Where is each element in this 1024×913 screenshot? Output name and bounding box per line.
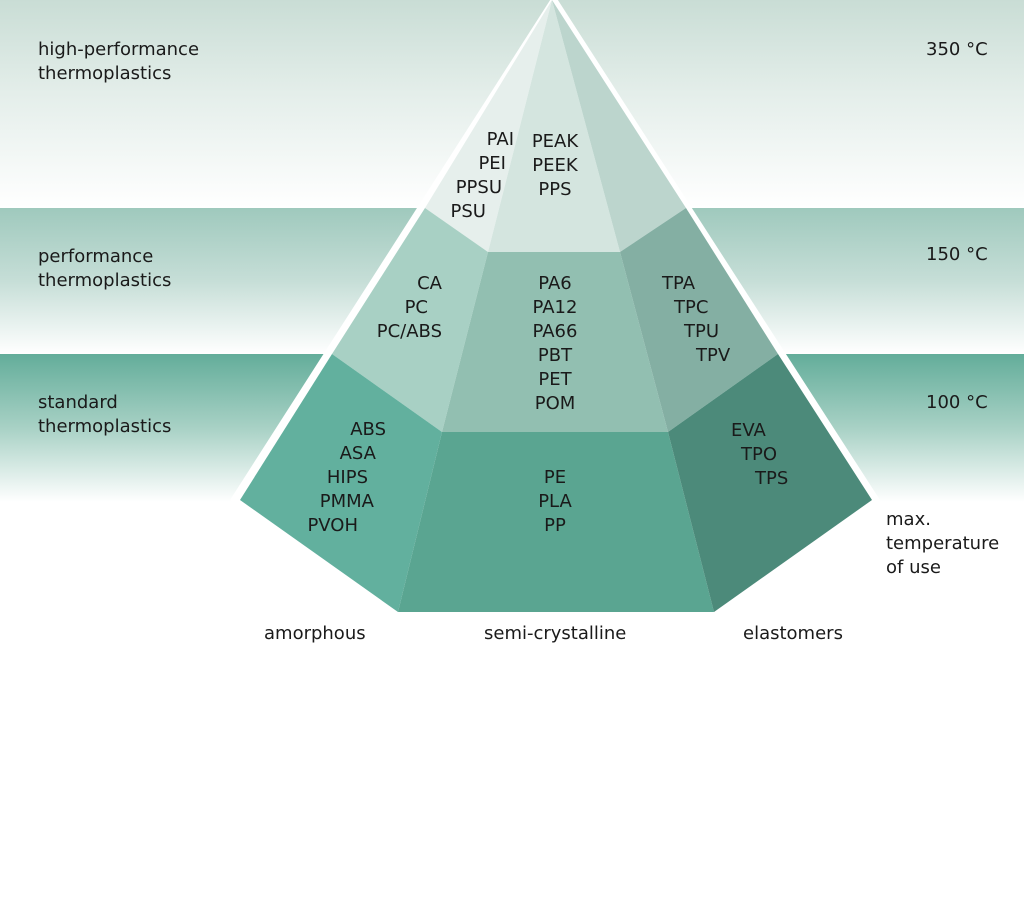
temperature-high-performance: 350 °C [926,39,988,60]
material-label: POM [534,393,576,414]
tier-label-line: thermoplastics [38,270,172,291]
material-group-performance-elastomers: TPA TPC TPU TPV [662,272,730,368]
tier-label-line: high-performance [38,39,200,60]
material-label: PET [538,369,572,390]
material-label: PA12 [532,297,578,318]
material-label: TPS [755,468,789,489]
material-label: TPC [674,297,709,318]
segment-performance-elastomers [620,208,778,432]
material-label: PA6 [538,273,572,294]
material-group-standard-elastomers: EVA TPO TPS [731,419,788,491]
tier-label-line: standard [38,392,118,413]
segment-performance-amorphous [332,208,488,432]
tier-label-performance: performance thermoplastics [38,245,171,293]
material-label: PC [404,297,428,318]
material-label: PA66 [532,321,578,342]
tier-label-line: thermoplastics [38,416,172,437]
segment-high-elastomers [552,0,686,252]
material-label: TPA [662,273,696,294]
material-label: ABS [350,419,386,440]
material-label: PAI [486,129,514,150]
tier-label-high-performance: high-performance thermoplastics [38,38,199,86]
material-label: PPS [538,179,572,200]
category-semi-crystalline: semi-crystalline [484,623,627,644]
material-label: TPV [696,345,731,366]
segment-performance-semicrystalline [442,252,668,432]
tier-label-standard: standard thermoplastics [38,391,171,439]
material-label: PSU [450,201,486,222]
segment-standard-semicrystalline [398,432,714,612]
category-elastomers: elastomers [743,623,843,644]
segment-standard-amorphous [240,354,442,612]
material-group-performance-semicrystalline: PA6 PA12 PA66 PBT PET POM [515,272,595,416]
material-label: CA [417,273,442,294]
material-label: TPO [741,444,778,465]
segment-standard-elastomers [668,354,872,612]
material-group-standard-amorphous: ABS ASA HIPS PMMA PVOH [290,418,386,538]
tier-label-line: performance [38,246,154,267]
material-label: PLA [538,491,572,512]
material-label: ASA [339,443,376,464]
material-label: PVOH [307,515,358,536]
temperature-performance: 150 °C [926,244,988,265]
material-group-standard-semicrystalline: PE PLA PP [515,466,595,538]
material-label: PMMA [319,491,374,512]
material-label: PE [543,467,567,488]
tier-label-line: thermoplastics [38,63,172,84]
material-label: PEAK [531,131,579,152]
category-amorphous: amorphous [264,623,366,644]
material-label: HIPS [326,467,368,488]
axis-label-line: of use [886,557,941,578]
material-label: PEI [478,153,506,174]
material-label: PP [544,515,566,536]
material-group-high-semicrystalline: PEAK PEEK PPS [515,130,595,202]
max-temperature-label: max. temperature of use [886,508,999,580]
segment-high-amorphous [425,0,552,252]
material-label: TPU [684,321,720,342]
axis-label-line: max. [886,509,931,530]
axis-label-line: temperature [886,533,1000,554]
segment-high-semicrystalline [488,0,620,252]
temperature-standard: 100 °C [926,392,988,413]
material-label: PC/ABS [376,321,442,342]
material-label: PBT [537,345,573,366]
material-label: PPSU [455,177,502,198]
material-label: PEEK [532,155,578,176]
material-label: EVA [731,420,766,441]
material-group-high-amorphous: PAI PEI PPSU PSU [420,128,514,224]
material-group-performance-amorphous: CA PC PC/ABS [360,272,442,344]
